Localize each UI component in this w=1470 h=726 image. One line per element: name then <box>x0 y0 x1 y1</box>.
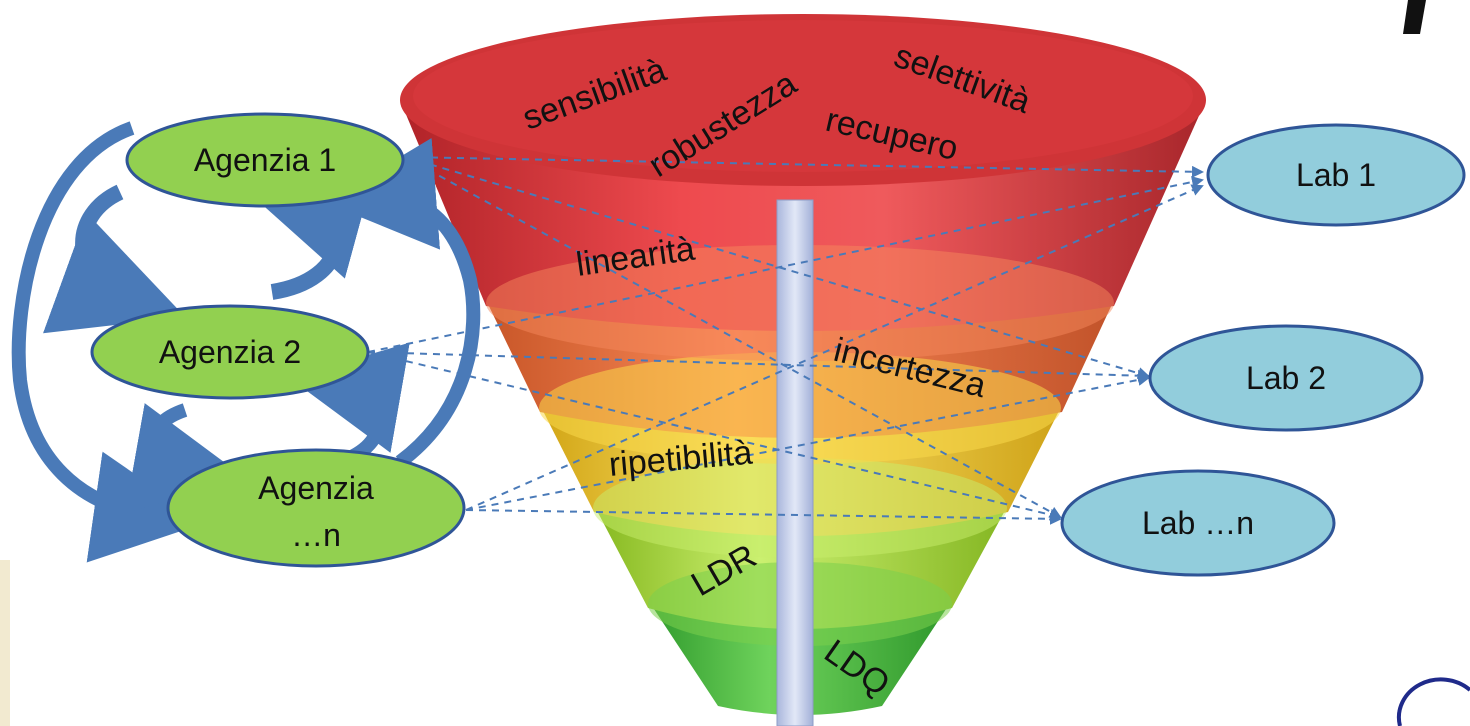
left-edge-bar <box>0 560 10 726</box>
connection-lines <box>367 156 1204 525</box>
funnel-top-highlight <box>413 20 1193 172</box>
lab-node-2-shape <box>1148 324 1424 432</box>
arrow-agenzia2-to-agenzia1-right <box>238 155 379 300</box>
agency-node-1-label: Agenzia 1 <box>194 142 336 178</box>
agency-node-1[interactable]: Agenzia 1 <box>125 112 405 208</box>
agency-nodes: Agenzia 1 Agenzia 2 Agenzia …n <box>90 112 466 568</box>
lab-node-2[interactable]: Lab 2 <box>1148 324 1424 432</box>
lab-node-n-label: Lab …n <box>1142 505 1254 541</box>
link-agenzia1-lab1 <box>404 156 1204 178</box>
agency-arrows <box>11 121 481 563</box>
lab-node-2-label: Lab 2 <box>1246 360 1326 396</box>
arrow-agenzian-to-agenzia1-outer <box>324 138 481 468</box>
agency-node-2[interactable]: Agenzia 2 <box>90 304 370 400</box>
link-agenzian-lab1 <box>465 184 1204 511</box>
arrow-agenzian-to-agenzia2-right <box>289 342 410 467</box>
corner-logo-arc <box>1396 677 1470 726</box>
funnel-pipe <box>776 199 814 726</box>
agency-node-n[interactable]: Agenzia …n <box>166 448 466 568</box>
agency-node-n-shape <box>166 448 466 568</box>
arrow-agenzia1-to-agenzian-outer <box>11 121 206 563</box>
agency-node-1-shape <box>125 112 405 208</box>
arrow-agenzia1-to-agenzia2-left <box>42 184 186 334</box>
lab-node-1[interactable]: Lab 1 <box>1206 123 1466 227</box>
link-agenzian-labn <box>465 509 1062 525</box>
arrow-agenzia2-to-agenzian-left <box>125 403 246 514</box>
top-right-glyph <box>1403 0 1426 34</box>
link-agenzia2-labn <box>367 351 1062 521</box>
lab-node-n-shape <box>1060 469 1336 577</box>
lab-nodes: Lab 1 Lab 2 Lab …n <box>1060 123 1466 577</box>
lab-node-1-label: Lab 1 <box>1296 157 1376 193</box>
agency-node-2-label: Agenzia 2 <box>159 334 301 370</box>
agency-node-n-label-2: …n <box>291 517 341 553</box>
link-agenzia2-lab2 <box>367 351 1150 382</box>
link-agenzian-lab2 <box>465 374 1150 511</box>
lab-node-n[interactable]: Lab …n <box>1060 469 1336 577</box>
agency-node-n-label: Agenzia <box>258 470 374 506</box>
agency-node-2-shape <box>90 304 370 400</box>
lab-node-1-shape <box>1206 123 1466 227</box>
